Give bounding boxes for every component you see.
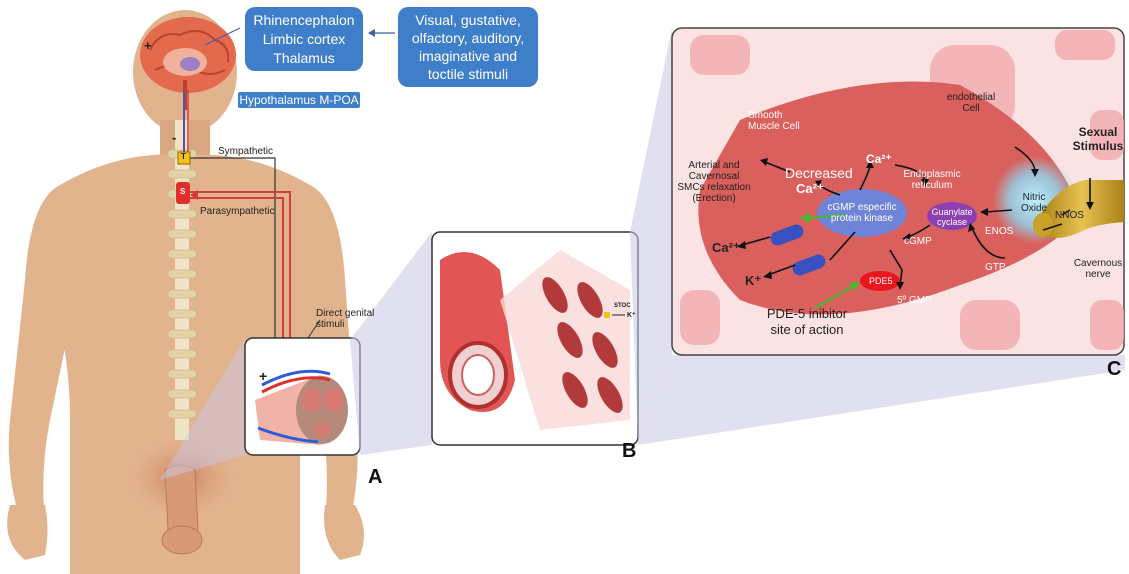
stoc-label: STOC [614,303,631,309]
nnos-label: NNOS [1055,210,1084,221]
direct-genital-label: Direct genital stimuli [316,308,374,330]
decreased-ca-label: Ca²⁺ [796,181,824,197]
cgmp-label: cGMP [904,236,932,247]
parasympathetic-label: Parasympathetic [200,206,274,217]
guanylate-label: Guanylate cyclase [928,207,976,227]
endoplasmic-label: Endoplasmic reticulum [900,169,964,191]
sympathetic-label: Sympathetic [218,146,273,157]
endothelial-label: endothelial Cell [935,92,1007,114]
panel-label-a: A [368,466,382,489]
ca-top-label: Ca²⁺ [866,152,892,166]
pde5-inhibitor-label: PDE-5 inibitor site of action [752,306,862,338]
hypothalamus-label: Hypothalamus M-POA [238,92,360,108]
brain-plus-sign: + [144,38,152,53]
spine-minus-sign: - [172,130,176,145]
panel-b [432,232,638,445]
penis-plus-sign: + [259,368,267,384]
brain-region-line: Rhinencephalon [245,11,363,30]
gmp5-label: 5º GMP [897,295,932,306]
stimuli-line: Visual, gustative, [398,11,538,29]
brain-region-line: Thalamus [245,49,363,68]
panel-label-c: C [1107,358,1121,381]
gtp-label: GTP [985,262,1006,273]
cgmp-kinase-label: cGMP especific protein kinase [820,202,904,224]
spine-marker-s: S [180,187,185,196]
cavernous-nerve-label: Cavernous nerve [1070,258,1126,280]
stimuli-line: toctile stimuli [398,65,538,83]
panel-label-b: B [622,440,636,463]
spine-marker-t: T [181,152,186,161]
decreased-label: Decreased [785,165,853,181]
stimuli-box: Visual, gustative, olfactory, auditory, … [398,7,538,87]
panel-b-k-label: K⁺ [627,311,636,319]
brain-region-line: Limbic cortex [245,30,363,49]
stimuli-line: imaginative and [398,47,538,65]
k-out-label: K⁺ [745,273,761,289]
ca-out-label: Ca²⁺ [712,240,740,256]
brain-regions-box: Rhinencephalon Limbic cortex Thalamus [245,7,363,71]
enos-label: ENOS [985,226,1013,237]
smooth-muscle-label: Smooth Muscle Cell [748,110,818,132]
stimuli-line: olfactory, auditory, [398,29,538,47]
nitric-oxide-label: Nitric Oxide [1012,192,1056,214]
sexual-stimulus-label: Sexual Stimulus [1068,125,1128,153]
pde5-label: PDE5 [869,276,893,286]
arterial-relaxation-label: Arterial and Cavernosal SMCs relaxation … [675,160,753,204]
